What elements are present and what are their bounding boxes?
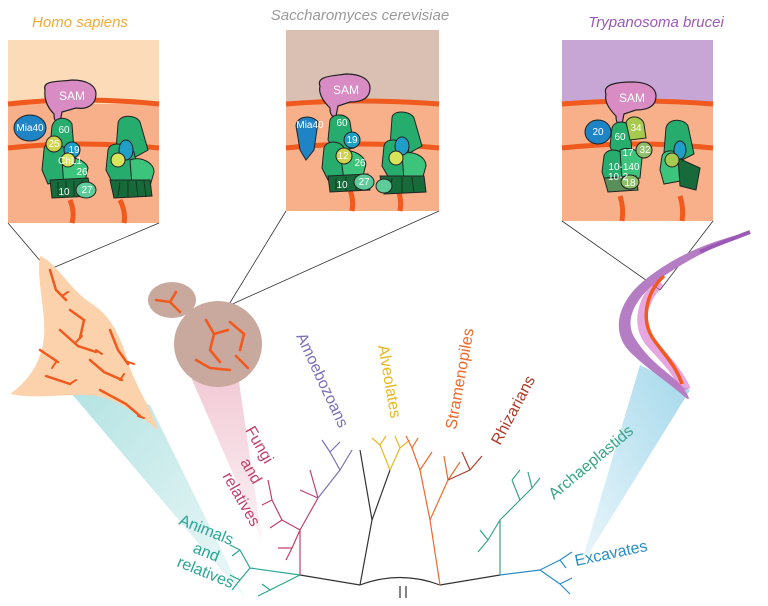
label-alveolates: Alveolates <box>374 344 404 420</box>
tryp-panel: SAM 20 60 34 17 32 10-140 10-2 18 <box>561 40 714 222</box>
human-26: 26 <box>76 167 88 178</box>
yeast-60: 60 <box>336 118 348 129</box>
yeast-19: 19 <box>346 135 358 146</box>
yeast-27: 27 <box>358 177 370 188</box>
tryp-34: 34 <box>630 123 642 134</box>
human-connector-right <box>47 222 160 271</box>
human-beam <box>60 380 245 598</box>
tryp-cell <box>618 230 751 400</box>
yeast-cell <box>148 282 262 387</box>
yeast-connector-right <box>227 210 440 307</box>
yeast-sam-label: SAM <box>333 83 359 97</box>
tryp-60: 60 <box>614 132 626 143</box>
label-rhizarians: Rhizarians <box>489 373 539 448</box>
human-10: 10 <box>58 187 70 198</box>
tryp-18: 18 <box>624 178 636 189</box>
tryp-32: 32 <box>639 145 651 156</box>
tryp-20: 20 <box>592 127 604 138</box>
tryp-10-2: 10-2 <box>608 172 628 183</box>
label-amoebozoans: Amoebozoans <box>292 331 351 431</box>
human-chl1: ChL1 <box>58 156 82 167</box>
tryp-10-140: 10-140 <box>608 162 640 173</box>
tryp-beam <box>580 365 690 568</box>
tryp-sam-label: SAM <box>619 91 645 105</box>
yeast-connector-left <box>227 210 287 307</box>
yeast-panel: SAM Mia40 60 19 12 26 10 27 <box>285 30 440 212</box>
human-19: 19 <box>68 145 80 156</box>
tryp-17: 17 <box>622 148 634 159</box>
human-cell <box>10 256 158 430</box>
yeast-beam <box>190 375 262 540</box>
label-excavates: Excavates <box>573 538 649 570</box>
human-sam-label: SAM <box>59 89 85 103</box>
phylogenetic-tree <box>229 435 573 598</box>
human-title: Homo sapiens <box>32 14 128 31</box>
human-panel: SAM Mia40 60 25 19 ChL1 26 10 27 <box>7 40 160 224</box>
yeast-10: 10 <box>336 180 348 191</box>
human-60: 60 <box>58 125 70 136</box>
label-stramenopiles: Stramenopiles <box>443 327 478 431</box>
tryp-title: Trypanosoma brucei <box>588 14 724 31</box>
yeast-26: 26 <box>354 158 366 169</box>
human-25: 25 <box>48 139 60 150</box>
yeast-mia40: Mia40 <box>296 120 324 131</box>
human-mia40: Mia40 <box>16 123 44 134</box>
yeast-title: Saccharomyces cerevisiae <box>271 7 449 24</box>
yeast-12: 12 <box>337 151 349 162</box>
human-27: 27 <box>81 185 93 196</box>
tryp-connector-left <box>561 220 661 291</box>
